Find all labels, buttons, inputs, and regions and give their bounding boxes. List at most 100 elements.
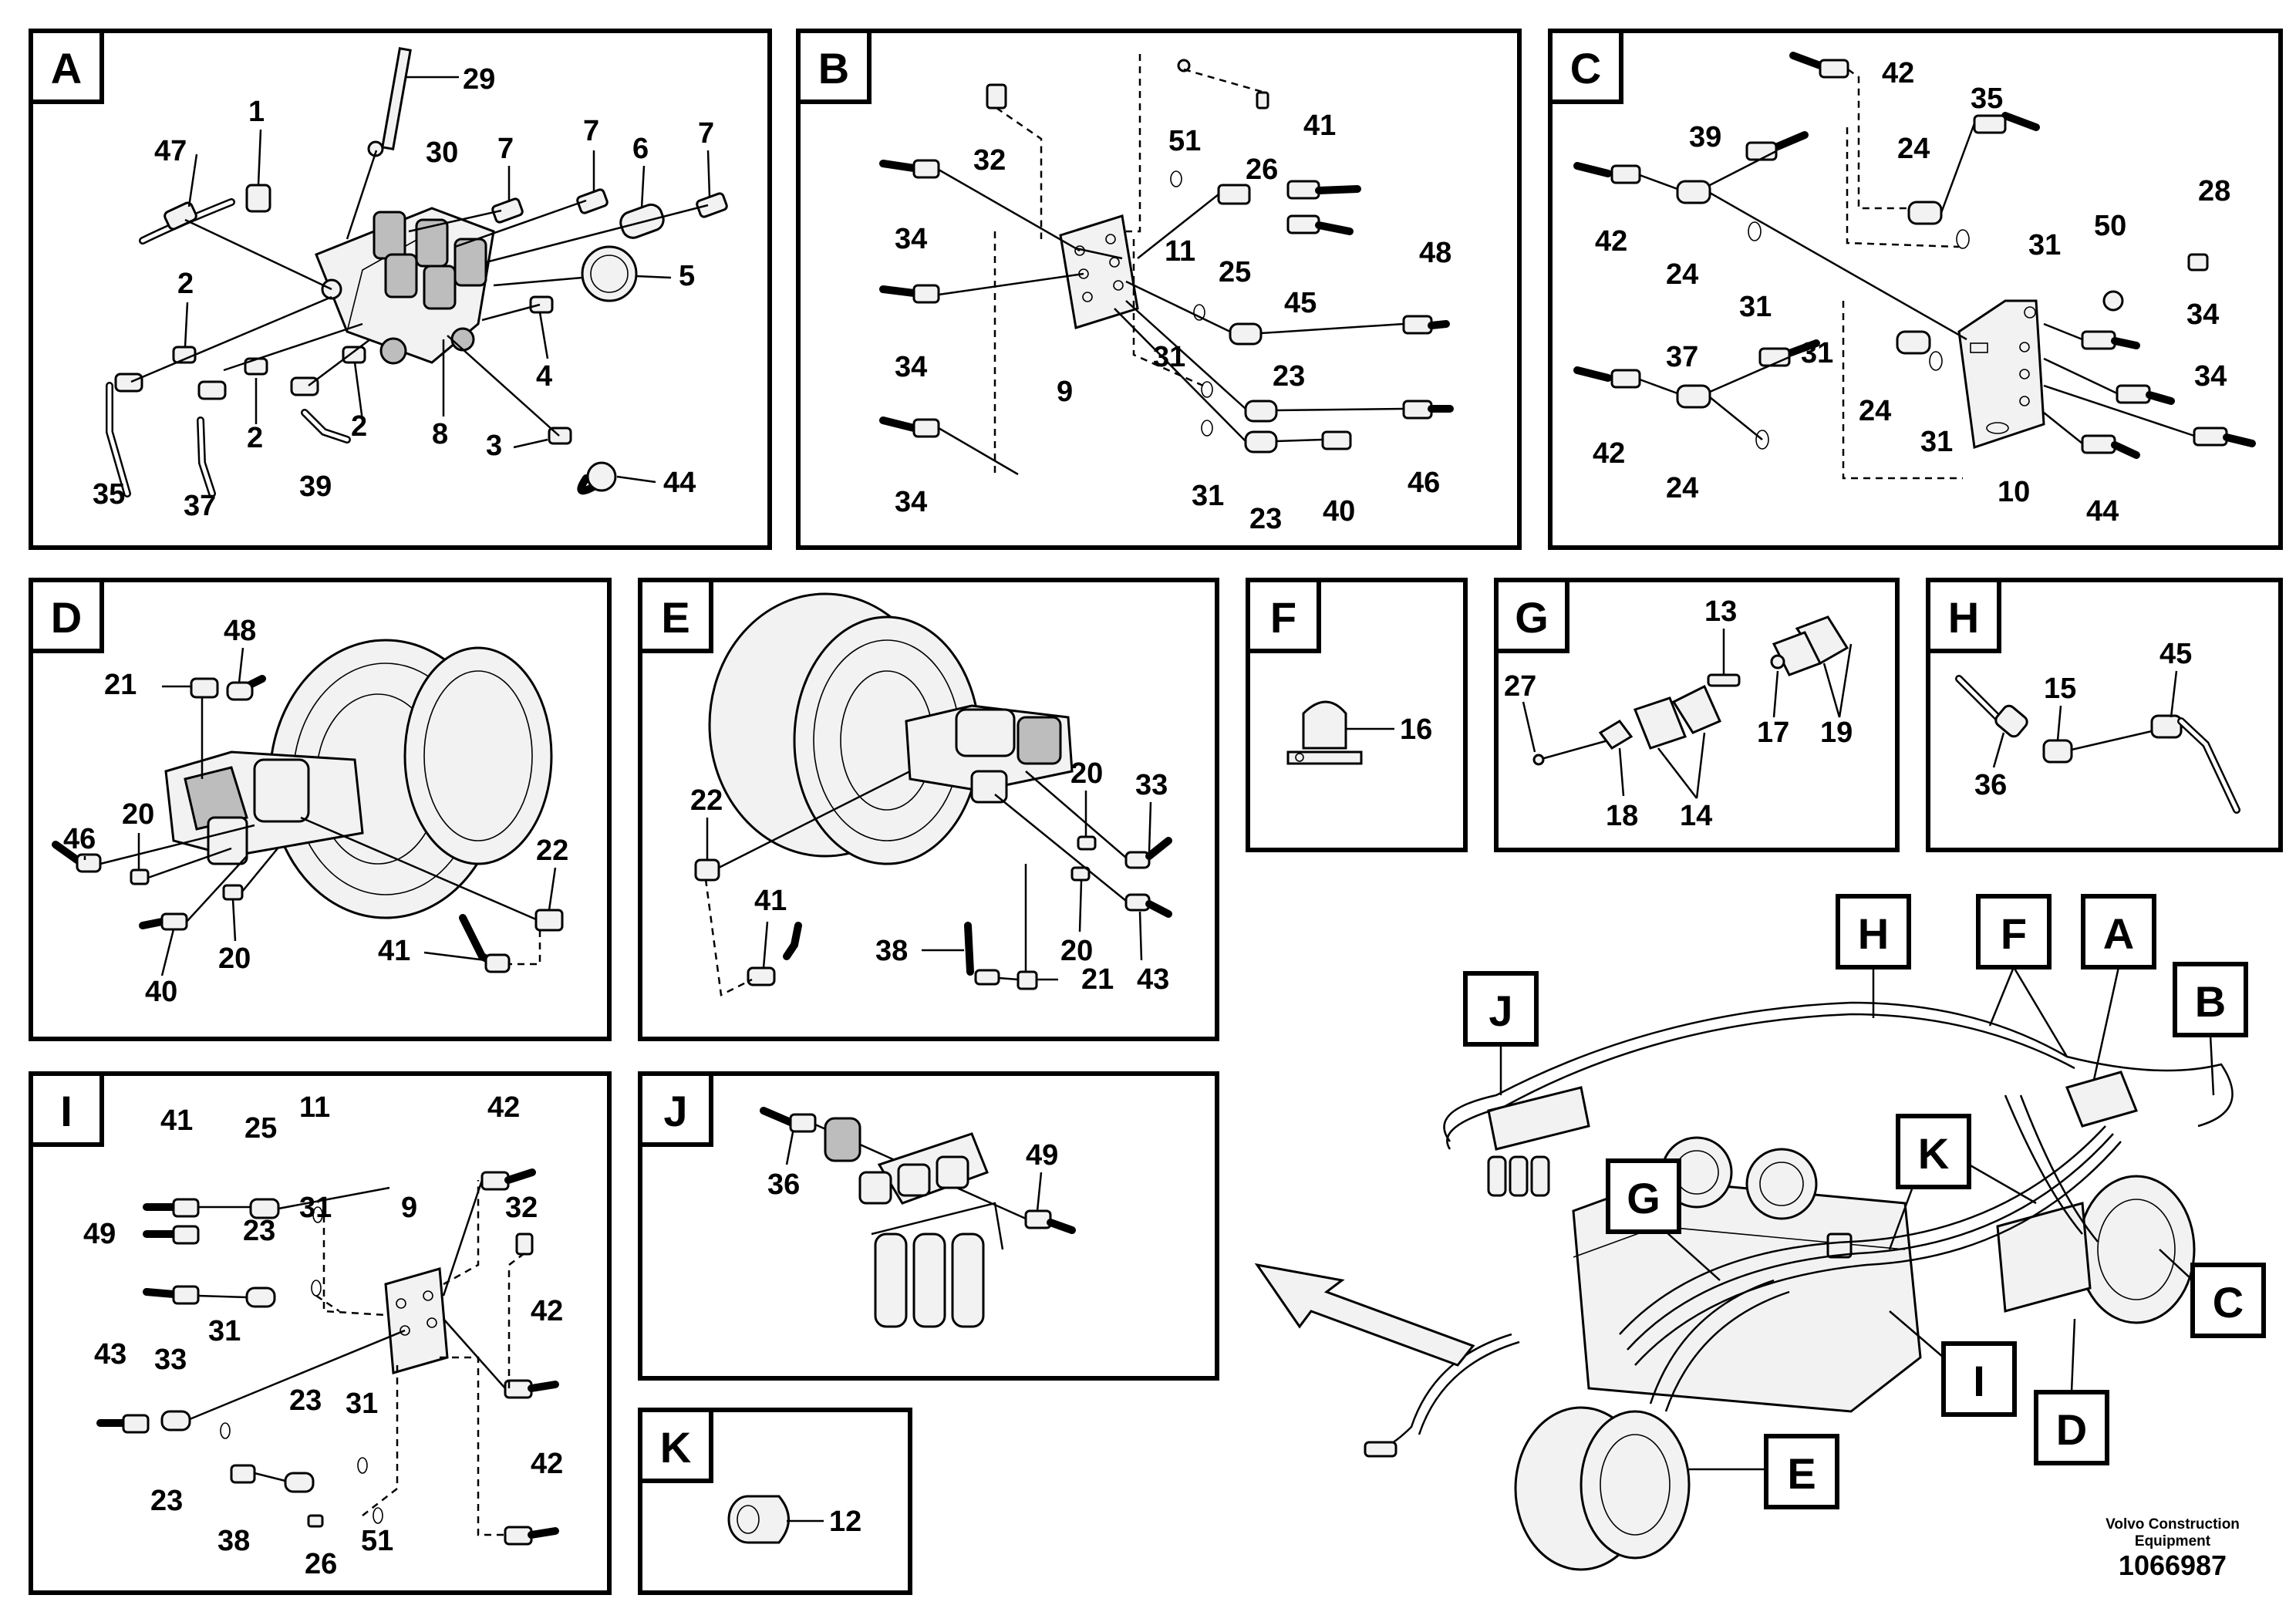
panel-k-tag: K: [638, 1408, 713, 1483]
callout: 7: [698, 117, 714, 150]
callout: 37: [1666, 341, 1698, 373]
panel-g-artwork: [1532, 615, 1849, 766]
overview-tag-a: A: [2081, 894, 2156, 1081]
callout: 44: [663, 467, 696, 499]
panel-b-labels: 32 51 26 41 34 11 25 45 48 34 9 31 23 34…: [895, 110, 1451, 535]
svg-text:F: F: [1270, 593, 1296, 642]
svg-text:D: D: [51, 593, 82, 642]
svg-text:G: G: [1627, 1174, 1660, 1222]
panel-a-tag: A: [29, 29, 104, 104]
callout: 31: [346, 1388, 378, 1420]
panel-j-artwork: [760, 1107, 1076, 1328]
svg-text:D: D: [2056, 1405, 2087, 1454]
svg-text:C: C: [2213, 1278, 2244, 1327]
panel-i-artwork: [96, 1168, 559, 1546]
panel-h-artwork: [1955, 675, 2240, 814]
callout: 2: [177, 268, 194, 300]
callout: 10: [1998, 476, 2030, 508]
callout: 42: [1595, 225, 1627, 258]
callout: 51: [361, 1525, 393, 1557]
panel-k-frame: [638, 1408, 912, 1595]
callout: 9: [401, 1192, 417, 1224]
callout: 5: [679, 260, 695, 292]
svg-text:B: B: [818, 44, 849, 93]
callout: 25: [244, 1112, 277, 1145]
callout: 34: [895, 351, 927, 383]
svg-text:F: F: [2001, 909, 2027, 958]
callout: 26: [1246, 153, 1278, 186]
svg-text:E: E: [661, 593, 689, 642]
callout: 37: [184, 490, 216, 522]
svg-text:A: A: [2103, 909, 2134, 958]
panel-e-artwork: [694, 592, 1172, 996]
panel-e-frame: [638, 578, 1219, 1041]
overview-tag-c: C: [2159, 1249, 2266, 1338]
callout: 7: [583, 115, 599, 147]
panel-h-labels: 45 15 36: [1974, 638, 2192, 801]
overview-machine-artwork: [1254, 1001, 2234, 1571]
svg-text:H: H: [1948, 593, 1979, 642]
callout: 23: [1273, 360, 1305, 393]
callout: 35: [93, 478, 125, 511]
svg-text:H: H: [1858, 909, 1889, 958]
callout: 20: [1060, 935, 1093, 967]
panel-k-labels: 12: [787, 1506, 861, 1538]
panel-c-labels: 42 35 39 24 28 42 24 31 31 50 34 37 24 3…: [1593, 57, 2230, 528]
callout: 11: [299, 1091, 330, 1124]
callout: 45: [2159, 638, 2192, 670]
panel-h-frame: [1926, 578, 2283, 852]
callout: 33: [154, 1344, 187, 1376]
callout: 6: [632, 133, 649, 165]
callout: 31: [208, 1315, 241, 1347]
callout: 34: [895, 223, 927, 255]
panel-d-artwork: [52, 639, 564, 973]
callout: 25: [1219, 256, 1251, 288]
overview-tag-k: K: [1888, 1114, 2037, 1250]
callout: 24: [1666, 472, 1698, 504]
panel-j-tag: J: [638, 1071, 713, 1147]
svg-text:I: I: [1973, 1357, 1985, 1405]
callout: 43: [1137, 963, 1169, 996]
callout: 15: [2044, 673, 2076, 705]
callout: 27: [1504, 670, 1536, 703]
panel-f-frame: [1246, 578, 1468, 852]
callout: 20: [218, 943, 251, 975]
callout: 32: [505, 1192, 538, 1224]
callout: 24: [1859, 395, 1891, 427]
callout: 19: [1820, 717, 1853, 749]
callout: 21: [104, 669, 137, 701]
callout: 49: [1026, 1139, 1058, 1172]
callout: 11: [1165, 235, 1195, 268]
svg-text:G: G: [1515, 593, 1549, 642]
panel-a-labels: 29 30 47 1 7 7 6 7 5 2 2 2 4 8 3 35 37 3…: [93, 63, 714, 522]
callout: 33: [1135, 769, 1168, 801]
callout: 34: [895, 486, 927, 518]
callout: 42: [1593, 437, 1625, 470]
callout: 22: [690, 784, 723, 817]
callout: 46: [1408, 467, 1440, 499]
callout: 36: [767, 1168, 800, 1201]
callout: 39: [299, 470, 332, 503]
callout: 49: [83, 1218, 116, 1250]
overview-tag-h: H: [1836, 894, 1911, 1018]
callout: 24: [1666, 258, 1698, 291]
callout: 20: [122, 798, 154, 831]
callout: 42: [531, 1448, 563, 1480]
panel-f-artwork: [1286, 700, 1363, 765]
callout: 41: [1303, 110, 1336, 142]
callout: 13: [1704, 595, 1737, 628]
document-number: 1066987: [2119, 1549, 2227, 1581]
callout: 51: [1168, 125, 1201, 157]
svg-text:K: K: [660, 1423, 691, 1472]
callout: 31: [2028, 229, 2061, 261]
panel-i-frame: [29, 1071, 612, 1595]
panel-c-tag: C: [1548, 29, 1623, 104]
overview-tag-b: B: [2173, 962, 2248, 1096]
overview-tag-e: E: [1689, 1434, 1839, 1509]
overview-tag-f: F: [1976, 894, 2068, 1057]
callout: 30: [426, 137, 458, 169]
panel-f-tag: F: [1246, 578, 1321, 653]
callout: 43: [94, 1338, 126, 1371]
panel-b-frame: [796, 29, 1522, 550]
